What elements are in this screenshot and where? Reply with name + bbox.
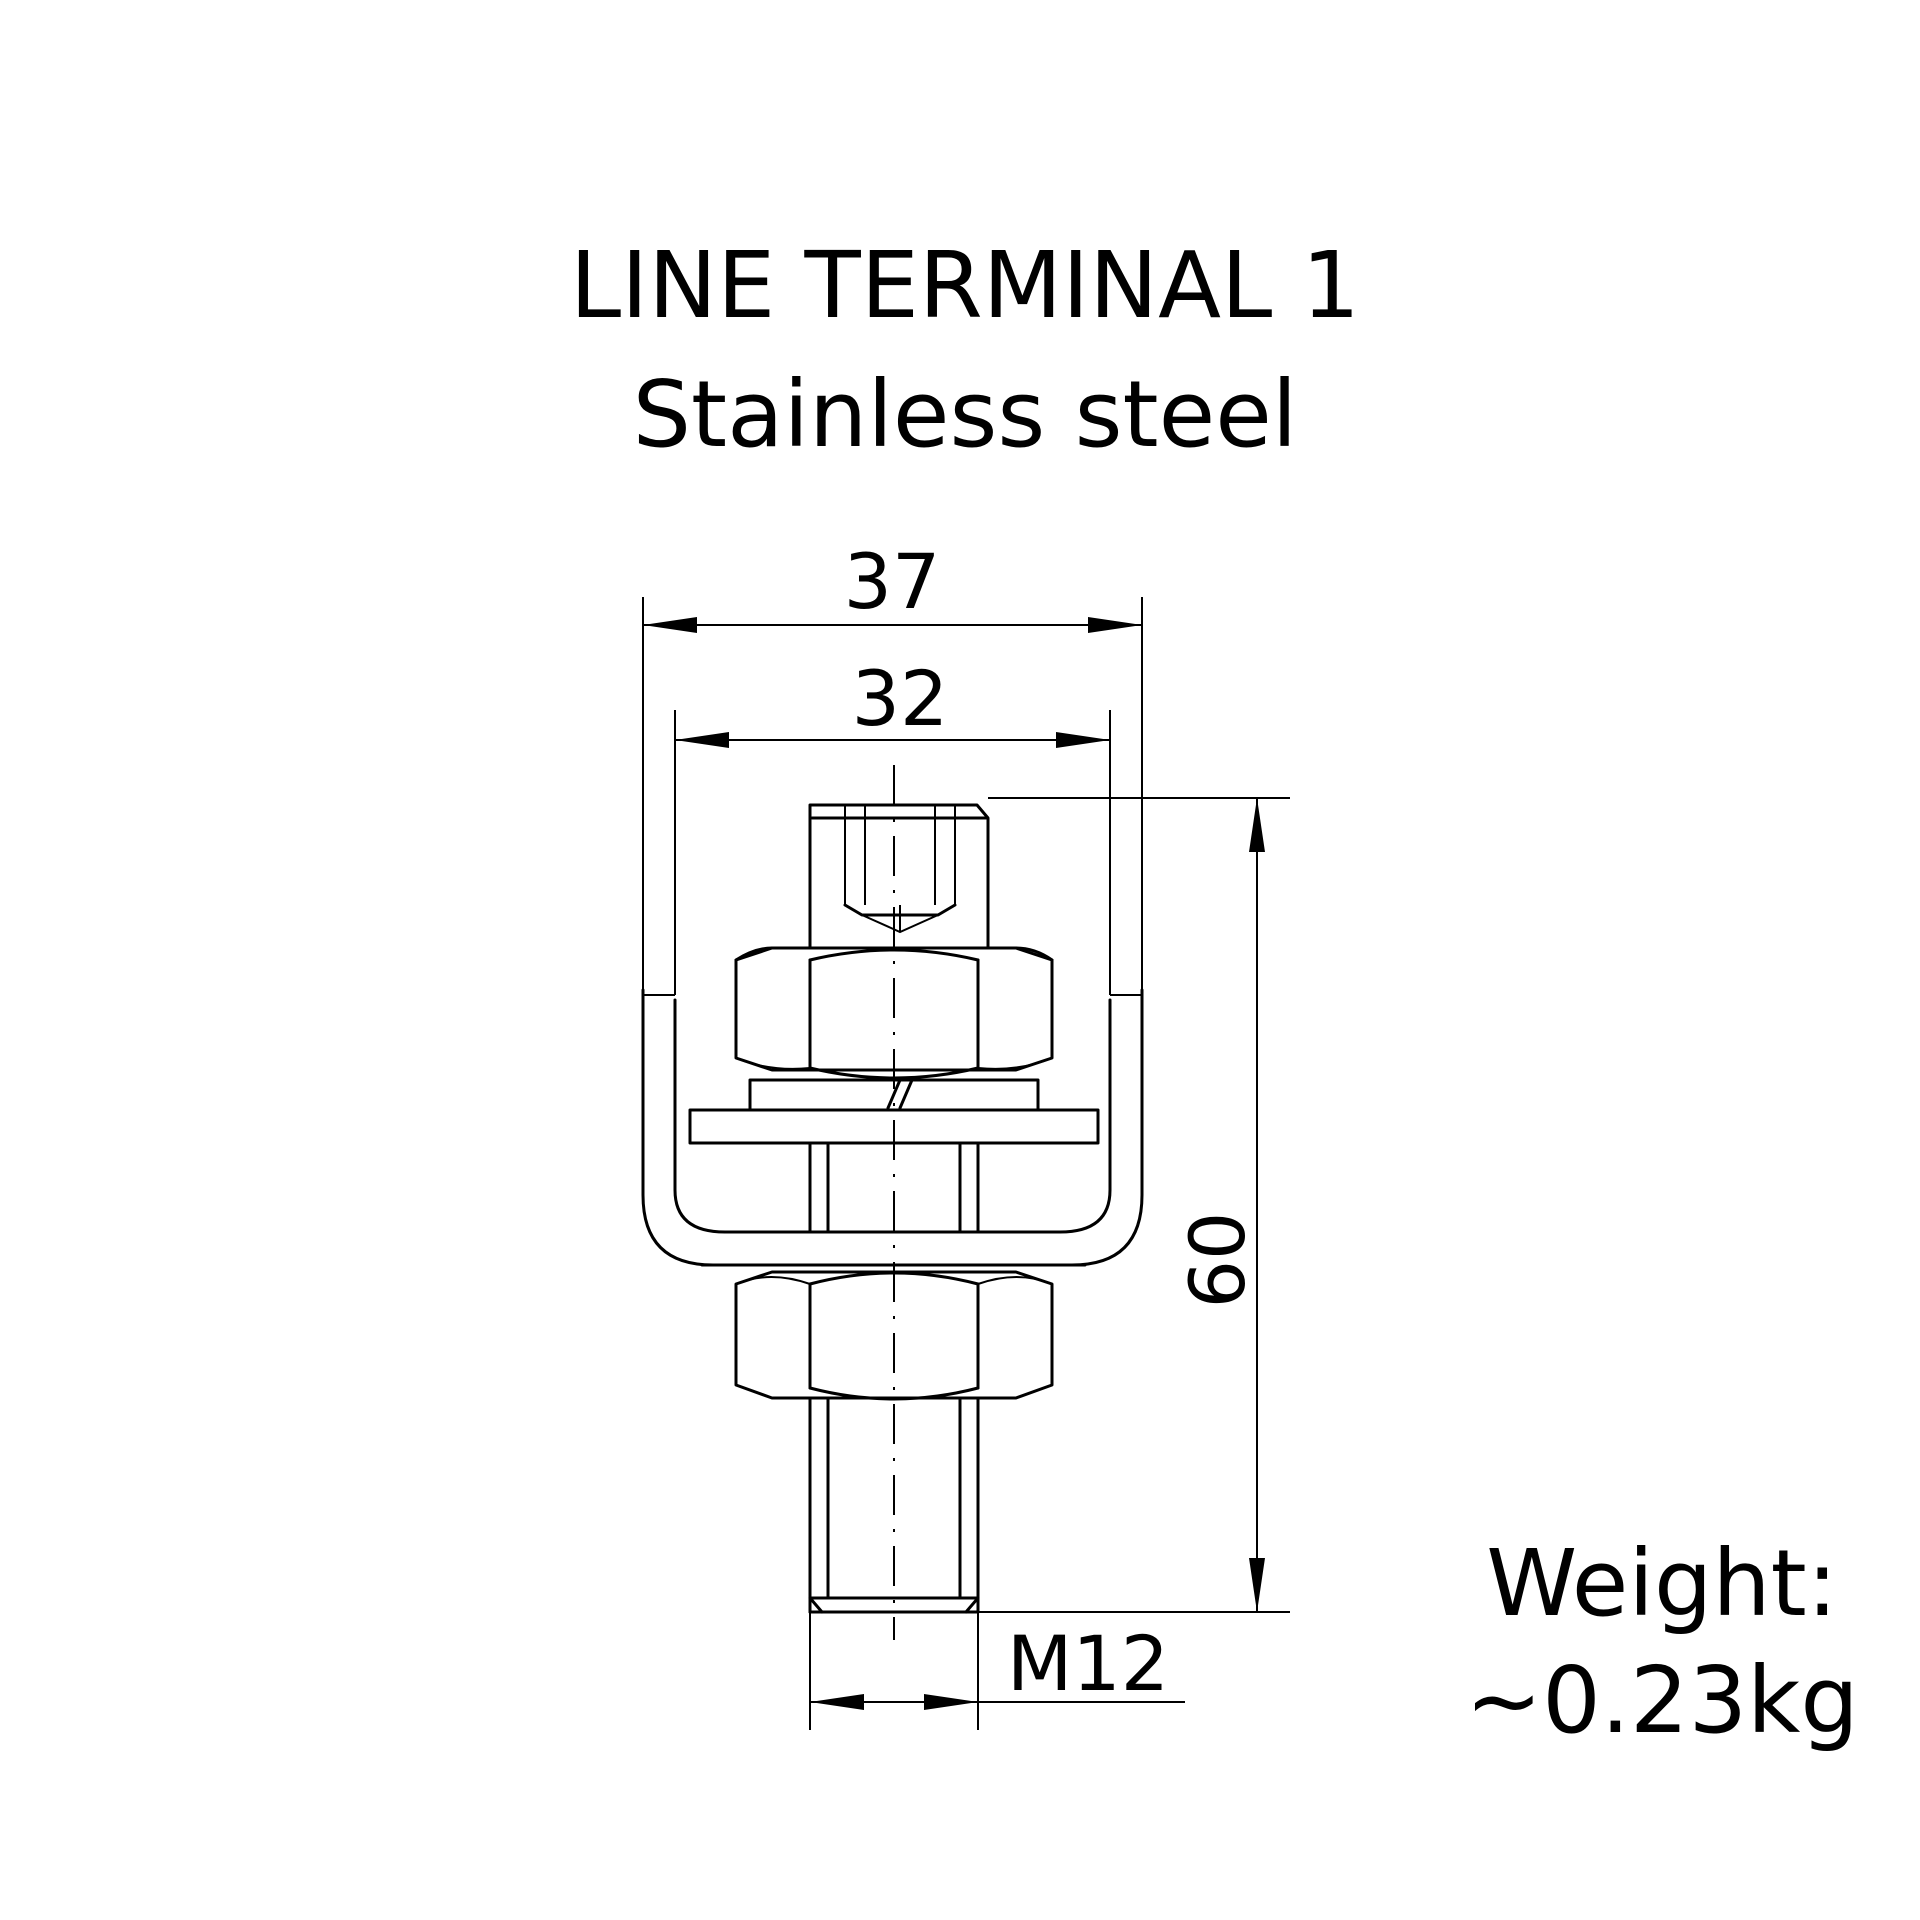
terminal-assembly — [641, 765, 1144, 1640]
dimension-height: 60 — [978, 797, 1290, 1613]
dimension-overall-width-label: 37 — [844, 537, 941, 626]
threaded-stud — [808, 1141, 980, 1614]
cap-nut-top — [808, 803, 990, 950]
material-label: Stainless steel — [633, 361, 1298, 468]
drawing-title: LINE TERMINAL 1 — [570, 232, 1360, 339]
dimension-height-label: 60 — [1173, 1212, 1262, 1309]
weight-value: ~0.23kg — [1465, 1647, 1859, 1754]
dimension-thread-label: M12 — [1007, 1619, 1169, 1708]
dimension-inner-width: 32 — [674, 654, 1111, 995]
u-bracket — [641, 988, 1144, 1267]
weight-label: Weight: — [1486, 1530, 1838, 1637]
dimension-thread: M12 — [809, 1612, 1185, 1730]
hex-nut-upper — [734, 946, 1054, 1080]
dimension-overall-width: 37 — [642, 537, 1143, 1000]
dimension-inner-width-label: 32 — [852, 654, 949, 743]
